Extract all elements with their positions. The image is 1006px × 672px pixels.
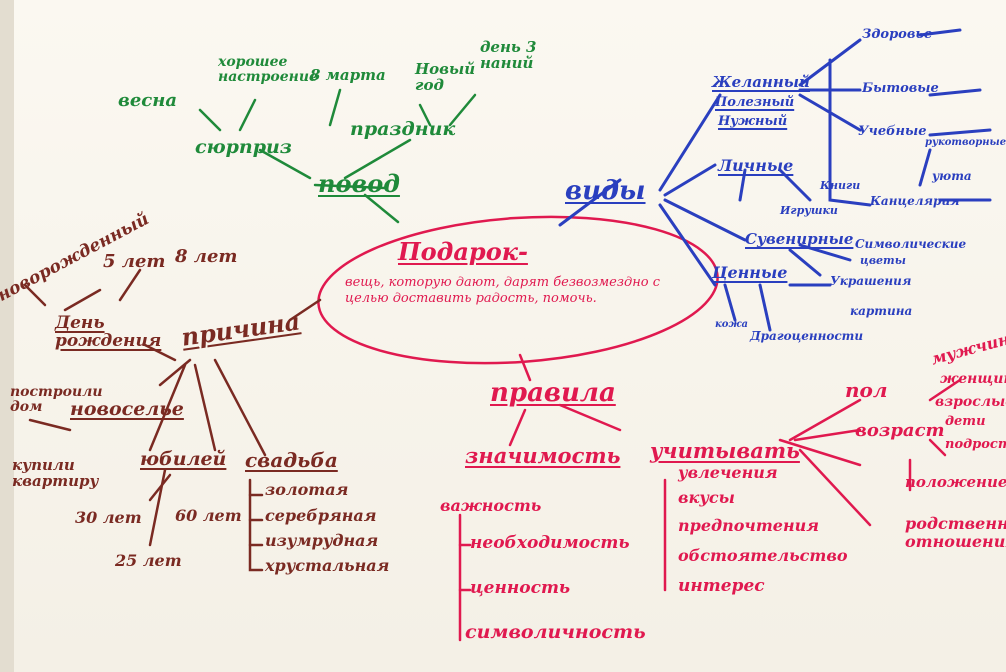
consider-preferences: предпочтения [678, 516, 820, 535]
pravila-significance: значимость [465, 443, 621, 468]
povod-item-mood: хорошее настроение [218, 54, 318, 85]
side-gender: пол [845, 378, 888, 402]
vidy-branch-personal: Личные [718, 156, 794, 175]
vidy-root: виды [565, 176, 646, 206]
vidy-leaf-leather: кожа [715, 319, 748, 330]
vidy-leaf-household: Бытовые [862, 81, 939, 96]
prichina-wedding: свадьба [245, 448, 338, 472]
side-teens: подростки [945, 437, 1006, 452]
consider-interest: интерес [678, 576, 765, 596]
wedding-emerald: изумрудная [265, 531, 379, 550]
vidy-leaf-painting: картина [850, 304, 913, 318]
consider-tastes: вкусы [678, 488, 735, 507]
prichina-jubilee: юбилей [140, 448, 227, 470]
wedding-silver: серебряная [265, 506, 377, 525]
significance-importance: важность [440, 496, 542, 515]
prichina-age-8: 8 лет [175, 246, 238, 267]
prichina-jubilee-60: 60 лет [175, 506, 242, 525]
prichina-age-5: 5 лет [103, 251, 166, 272]
povod-surprise: сюрприз [195, 136, 292, 158]
consider-circumstance: обстоятельство [678, 546, 848, 565]
vidy-leaf-jewelry: Украшения [830, 274, 912, 288]
vidy-leaf-precious: Драгоценности [750, 329, 864, 343]
wedding-crystal: хрустальная [265, 556, 390, 575]
vidy-branch-souvenir: Сувенирные [745, 230, 854, 248]
side-age: возраст [855, 420, 945, 441]
side-woman: женщина [940, 371, 1006, 387]
brown-connectors [23, 268, 322, 572]
povod-item-spring: весна [118, 90, 178, 111]
povod-item-newyear: Новый год [415, 60, 476, 94]
povod-holiday: праздник [350, 118, 456, 140]
povod-item-knowledge: день 3 наний [480, 38, 537, 72]
vidy-leaf-flowers: цветы [860, 254, 906, 267]
vidy-leaf-toys: Игрушки [780, 204, 838, 217]
povod-root: повод [318, 169, 400, 198]
vidy-branch-needed: Нужный [718, 114, 788, 129]
prichina-bought-flat: купили квартиру [12, 456, 99, 490]
prichina-built-house: построили дом [10, 384, 103, 415]
vidy-leaf-symbolic: Символические [855, 237, 967, 251]
center-definition: вещь, которую дают, дарят безвозмездно с… [345, 275, 661, 307]
pravila-consider: учитывать [650, 438, 800, 463]
center-title: Подарок- [398, 237, 528, 266]
prichina-birthday: День рождения [55, 313, 162, 351]
side-position: положение [905, 473, 1006, 491]
vidy-leaf-handmade: рукотворные [925, 137, 1006, 148]
significance-value: ценность [470, 578, 571, 598]
vidy-branch-valuable: Ценные [712, 263, 788, 282]
blue-connectors [558, 28, 992, 332]
prichina-housewarming: новоселье [70, 398, 184, 420]
vidy-branch-desired: Желанный [712, 73, 810, 91]
pravila-root: правила [490, 378, 616, 408]
side-relatives: родственные отношения [905, 514, 1006, 551]
side-children: дети [945, 414, 986, 429]
vidy-leaf-stationery: Канцелярия [870, 194, 960, 208]
significance-symbolism: символичность [465, 621, 646, 643]
prichina-jubilee-30: 30 лет [75, 508, 142, 527]
vidy-leaf-books: Книги [820, 179, 861, 192]
paper-edge [0, 0, 14, 672]
prichina-jubilee-25: 25 лет [115, 551, 182, 570]
consider-hobbies: увлечения [678, 463, 778, 482]
vidy-leaf-comfort: уюта [932, 169, 972, 183]
povod-item-march8: 8 марта [310, 66, 386, 84]
wedding-gold: золотая [265, 480, 349, 499]
red-connectors [458, 353, 962, 642]
green-connectors [198, 88, 477, 224]
vidy-leaf-study: Учебные [858, 124, 927, 139]
vidy-leaf-health: Здоровье [862, 27, 933, 42]
side-adults: взрослые [935, 394, 1006, 410]
vidy-branch-useful: Полезный [715, 95, 795, 110]
significance-necessity: необходимость [470, 533, 630, 553]
